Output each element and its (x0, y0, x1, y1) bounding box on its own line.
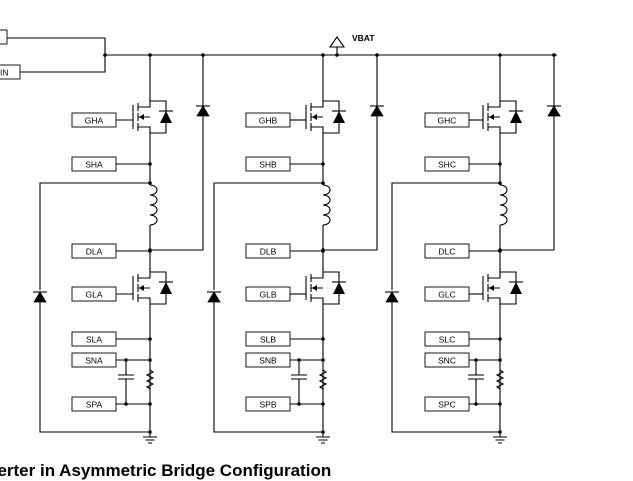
sense-n-label-a: SNA (71, 352, 117, 368)
figure-caption: verter in Asymmetric Bridge Configuratio… (0, 461, 332, 480)
input-wiring (7, 37, 557, 73)
sense-n-label-b: SNB (245, 352, 291, 368)
sense-n-label-c: SNC (424, 352, 470, 368)
sense-resistor-c (495, 369, 505, 390)
phase-b: GHB SHB DLB GLB SLB SNB SPB (207, 53, 384, 444)
high-gate-label-c-text: GHC (438, 116, 457, 126)
high-source-label-c-text: SHC (438, 160, 456, 170)
freewheel-diode-a (33, 291, 47, 303)
low-source-label-c: SLC (424, 331, 470, 347)
sense-n-label-c-text: SNC (438, 356, 456, 366)
high-source-label-b-text: SHB (259, 160, 277, 170)
sense-capacitor-c (468, 360, 484, 404)
sense-p-label-a-text: SPA (86, 400, 103, 410)
sense-capacitor-b (291, 360, 307, 404)
low-source-label-b-text: SLB (260, 335, 276, 345)
drain-low-label-b: DLB (245, 243, 291, 259)
low-source-label-b: SLB (245, 331, 291, 347)
high-source-label-a-text: SHA (85, 160, 103, 170)
low-gate-label-a-text: GLA (85, 290, 102, 300)
low-gate-label-b-text: GLB (259, 290, 276, 300)
low-gate-label-c: GLC (424, 286, 470, 302)
vbat-supply-icon (328, 36, 346, 57)
ground-icon-a (143, 432, 157, 444)
phase-a: GHA SHA DLA GLA SLA SNA SPA (33, 53, 210, 444)
sense-p-label-a: SPA (71, 396, 117, 412)
sense-n-label-b-text: SNB (259, 356, 277, 366)
high-source-label-c: SHC (424, 156, 470, 172)
high-gate-label-c: GHC (424, 112, 470, 128)
high-source-label-a: SHA (71, 156, 117, 172)
high-side-mosfet-b (305, 97, 346, 137)
low-side-mosfet-c (482, 268, 523, 308)
high-side-mosfet-c (482, 97, 523, 137)
ground-icon-c (493, 432, 507, 444)
drain-low-label-a: DLA (71, 243, 117, 259)
sense-p-label-c-text: SPC (438, 400, 455, 410)
low-source-label-c-text: SLC (439, 335, 456, 345)
flyback-diode-b (370, 105, 384, 117)
ground-icon-b (316, 432, 330, 444)
high-gate-label-a: GHA (71, 112, 117, 128)
sense-resistor-a (145, 369, 155, 390)
drain-low-label-a-text: DLA (86, 247, 103, 257)
vbat-label: VBAT (352, 33, 375, 43)
sense-p-label-b: SPB (245, 396, 291, 412)
input-box-top (0, 29, 8, 45)
input-box-in: IN (0, 64, 21, 80)
drain-low-label-b-text: DLB (260, 247, 277, 257)
low-source-label-a: SLA (71, 331, 117, 347)
freewheel-diode-b (207, 291, 221, 303)
low-source-label-a-text: SLA (86, 335, 102, 345)
high-gate-label-b-text: GHB (259, 116, 278, 126)
high-side-mosfet-a (132, 97, 173, 137)
high-gate-label-a-text: GHA (85, 116, 104, 126)
sense-resistor-b (318, 369, 328, 390)
low-gate-label-c-text: GLC (438, 290, 455, 300)
flyback-diode-a (196, 105, 210, 117)
input-in-label: IN (0, 68, 9, 78)
drain-low-label-c-text: DLC (438, 247, 455, 257)
high-gate-label-b: GHB (245, 112, 291, 128)
low-gate-label-a: GLA (71, 286, 117, 302)
inductor-a (149, 184, 158, 226)
low-gate-label-b: GLB (245, 286, 291, 302)
low-side-mosfet-b (305, 268, 346, 308)
sense-n-label-a-text: SNA (85, 356, 103, 366)
phase-c: GHC SHC DLC GLC SLC SNC SPC (385, 53, 561, 444)
flyback-diode-c (547, 105, 561, 117)
low-side-mosfet-a (132, 268, 173, 308)
inductor-c (499, 184, 508, 226)
sense-p-label-c: SPC (424, 396, 470, 412)
sense-p-label-b-text: SPB (259, 400, 276, 410)
inductor-b (322, 184, 331, 226)
drain-low-label-c: DLC (424, 243, 470, 259)
sense-capacitor-a (118, 360, 134, 404)
high-source-label-b: SHB (245, 156, 291, 172)
freewheel-diode-c (385, 291, 399, 303)
